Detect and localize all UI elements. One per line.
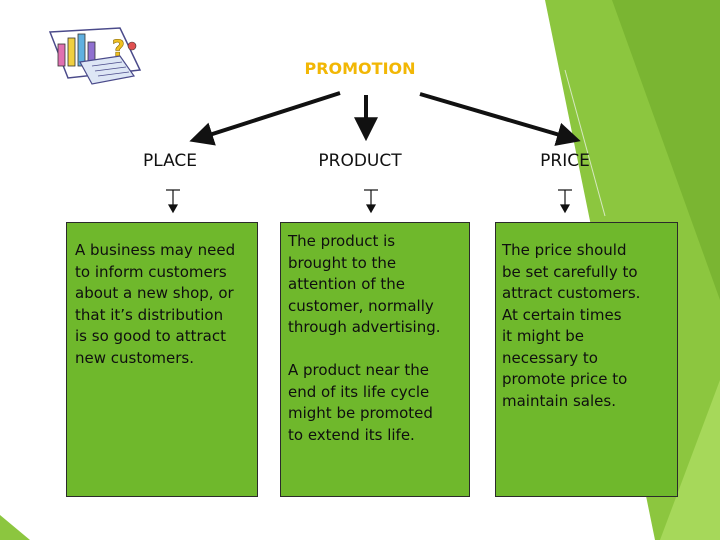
decor-thin-line [564, 69, 606, 217]
arrow-product-to-box [364, 189, 378, 214]
heading-price: PRICE [540, 151, 590, 171]
arrow-to-price [419, 92, 581, 146]
decor-green-shape-bottom-left [0, 515, 30, 540]
arrow-place-to-box [166, 189, 180, 214]
arrow-price-to-box [558, 189, 572, 214]
heading-product: PRODUCT [318, 151, 402, 171]
price-description-box: The price should be set carefully to att… [495, 222, 678, 497]
place-description-box: A business may need to inform customers … [66, 222, 258, 497]
arrow-to-place [189, 91, 341, 146]
decor-green-shape-light [660, 380, 720, 540]
svg-text:?: ? [112, 37, 125, 62]
decor-green-shape-right-dark [612, 0, 720, 300]
heading-place: PLACE [142, 151, 198, 171]
product-description-box: The product is brought to the attention … [280, 222, 470, 497]
promotion-title: PROMOTION [304, 59, 416, 78]
